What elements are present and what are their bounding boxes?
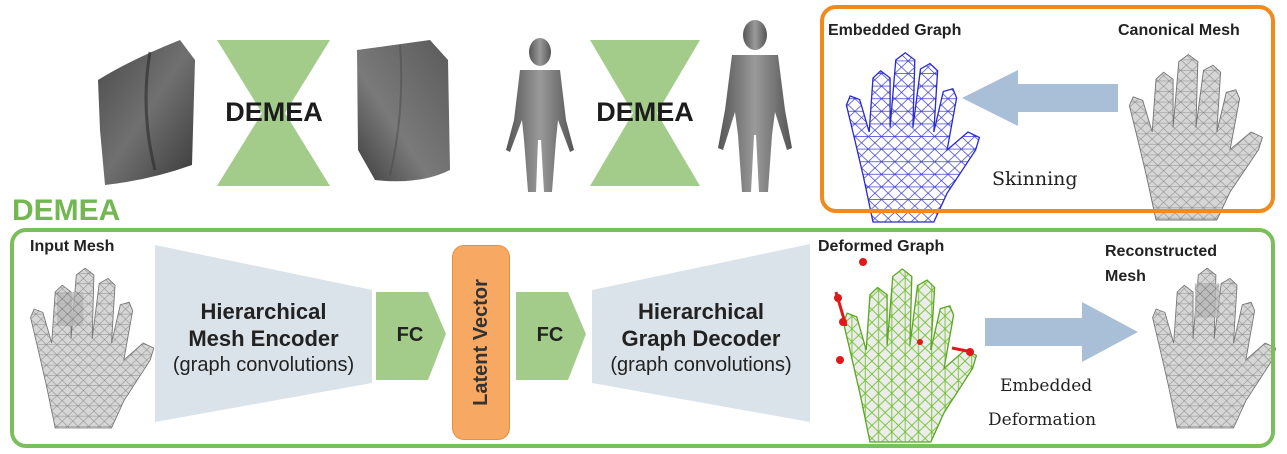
latent-vector-block: [452, 245, 510, 440]
latent-vector-label: Latent Vector: [469, 279, 492, 406]
skinning-panel-frame: [820, 5, 1275, 213]
cloth-patch-output: [357, 40, 450, 182]
decoder-line3: (graph convolutions): [610, 354, 792, 376]
bowtie-1-label: DEMEA: [225, 97, 323, 127]
input-mesh-hand: [30, 267, 155, 429]
canonical-mesh-label: Canonical Mesh: [1118, 22, 1240, 39]
encoder-block: [155, 245, 372, 422]
encoder-line2: Mesh Encoder: [188, 326, 339, 351]
human-body-input: [506, 38, 574, 192]
bowtie-1: [217, 40, 330, 186]
pipeline-frame: [10, 228, 1275, 448]
pipeline-title: DEMEA: [12, 194, 121, 227]
fc2-label: FC: [536, 324, 564, 346]
deformation-label-line1: Embedded: [1000, 376, 1093, 396]
bowtie-2-label: DEMEA: [596, 97, 694, 127]
decoder-line2: Graph Decoder: [621, 326, 781, 351]
input-mesh-label: Input Mesh: [30, 238, 115, 255]
reconstructed-label-line1: Reconstructed: [1105, 243, 1218, 260]
latent-vector-text-wrap: Latent Vector: [452, 245, 510, 440]
fc1-label: FC: [396, 324, 424, 346]
reconstructed-label-line2: Mesh: [1105, 268, 1146, 285]
decoder-block: [592, 244, 810, 422]
encoder-line3: (graph convolutions): [172, 354, 355, 376]
embedded-graph-label: Embedded Graph: [828, 22, 962, 39]
encoder-line1: Hierarchical: [200, 299, 327, 324]
decoder-text: Hierarchical Graph Decoder (graph convol…: [592, 298, 810, 378]
reconstructed-mesh-hand: [1152, 267, 1277, 429]
fc1-block: [376, 292, 446, 380]
skinning-label: Skinning: [992, 168, 1078, 190]
fc2-block: [516, 292, 586, 380]
human-body-output: [718, 20, 792, 192]
encoder-text: Hierarchical Mesh Encoder (graph convolu…: [155, 298, 372, 378]
deformed-graph-label: Deformed Graph: [818, 238, 945, 255]
deformation-markers: [834, 258, 974, 364]
bowtie-2: [590, 40, 700, 186]
decoder-line1: Hierarchical: [638, 299, 764, 324]
deformation-arrow: [985, 302, 1138, 362]
skinning-arrow: [962, 70, 1118, 126]
deformation-label-line2: Deformation: [988, 410, 1097, 430]
